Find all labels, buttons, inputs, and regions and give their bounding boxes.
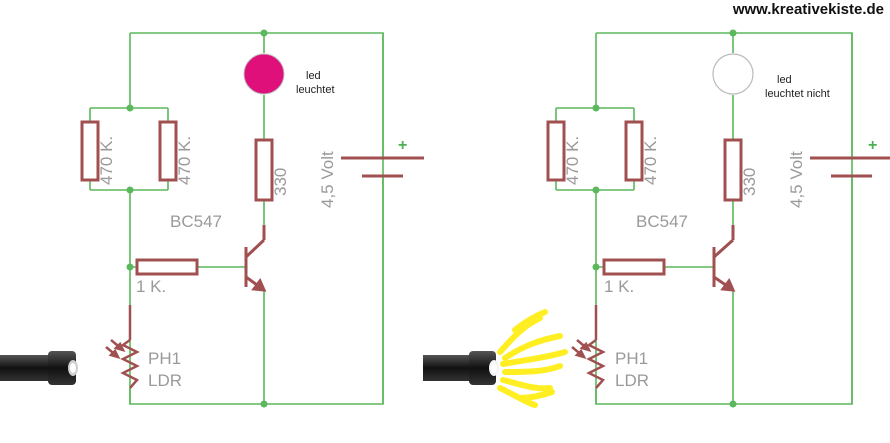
r2-label: 470 K. — [175, 136, 194, 185]
led-icon — [243, 53, 285, 95]
transistor-label: BC547 — [636, 212, 688, 231]
resistor-r2-right — [624, 120, 644, 182]
r1-label: 470 K. — [97, 136, 116, 185]
ldr-name-label: PH1 — [615, 349, 648, 368]
ldr-name-label: PH1 — [148, 349, 181, 368]
led-status-line2: leuchtet — [296, 84, 335, 96]
resistor-base — [135, 258, 199, 276]
ldr-type-label: LDR — [615, 371, 649, 390]
ldr-type-label: LDR — [148, 371, 182, 390]
battery-label: 4,5 Volt — [787, 151, 806, 208]
transistor-icon — [712, 225, 736, 292]
led-status-line1: led — [777, 74, 792, 86]
battery-label: 4,5 Volt — [318, 151, 337, 208]
resistor-led — [254, 138, 274, 202]
resistor-r1-right — [546, 120, 566, 182]
battery-icon — [810, 156, 890, 178]
r1-label: 470 K. — [563, 136, 582, 185]
r-led-label: 330 — [271, 168, 290, 196]
transistor-icon — [244, 225, 267, 292]
r-base-label: 1 K. — [604, 277, 634, 296]
battery-plus: + — [398, 137, 407, 154]
resistor-r1 — [80, 120, 100, 182]
resistor-led-right — [723, 138, 743, 202]
transistor-label: BC547 — [170, 212, 222, 231]
resistor-r2 — [158, 120, 178, 182]
ldr-icon — [571, 305, 606, 389]
led-status-line1: led — [306, 70, 321, 82]
left-circuit: 470 K. 470 K. 330 4,5 Volt + BC547 1 K. … — [0, 29, 424, 408]
battery-plus: + — [868, 137, 877, 154]
right-circuit: 470 K. 470 K. 330 4,5 Volt + BC547 1 K. … — [423, 29, 890, 408]
ldr-icon — [105, 305, 140, 389]
light-beam-icon — [497, 309, 568, 408]
flashlight-icon — [423, 351, 499, 385]
r-base-label: 1 K. — [136, 277, 166, 296]
led-status-line2: leuchtet nicht — [765, 88, 830, 100]
r2-label: 470 K. — [641, 136, 660, 185]
battery-icon — [341, 156, 424, 178]
site-url[interactable]: www.kreativekiste.de — [732, 1, 884, 18]
resistor-base-right — [602, 258, 666, 276]
led-icon — [712, 53, 754, 95]
r-led-label: 330 — [740, 168, 759, 196]
flashlight-icon — [0, 351, 78, 385]
